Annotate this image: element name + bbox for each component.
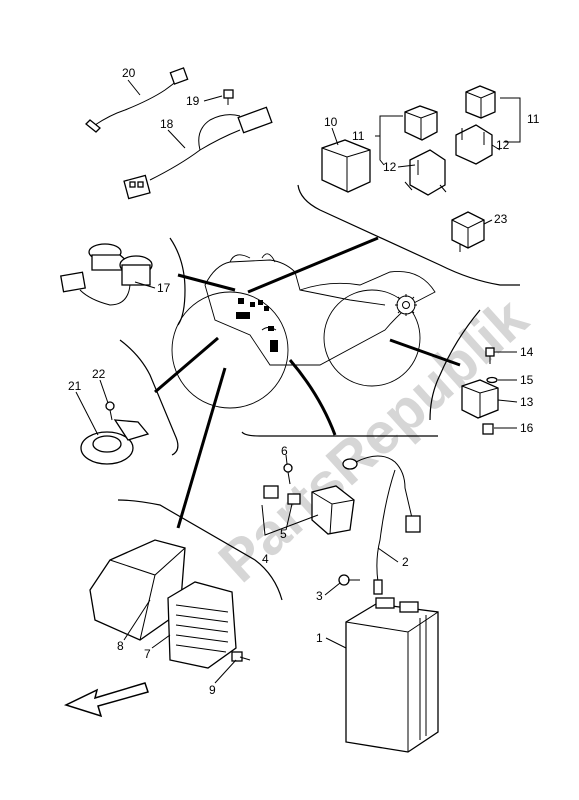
callout-numbers: 20 19 18 10 11 12 11 12 23 17 22 21 14 1…: [68, 66, 540, 697]
frame-rectifier: [117, 499, 283, 601]
callout-11-right: 11: [527, 112, 540, 126]
callout-1: 1: [316, 631, 323, 645]
callout-16: 16: [520, 421, 534, 435]
part-12-holder-a: [404, 149, 447, 196]
callout-9: 9: [209, 683, 216, 697]
callout-14: 14: [520, 345, 534, 359]
callout-21: 21: [68, 379, 82, 393]
pointer-horn: [154, 336, 219, 394]
part-17-main-switch: [60, 243, 153, 306]
callout-22: 22: [92, 367, 106, 381]
callout-3: 3: [316, 589, 323, 603]
part-8-cover: [89, 539, 186, 641]
part-12-holder-b: [455, 124, 501, 165]
bike-components: [236, 298, 278, 352]
part-18-harness: [123, 106, 273, 200]
frame-battery: [241, 431, 438, 437]
part-15-washer: [486, 376, 498, 384]
part-16-nut: [482, 423, 494, 435]
callout-12-right: 12: [496, 138, 510, 152]
part-9-bolt: [231, 651, 251, 662]
pointer-switch: [177, 273, 236, 292]
callout-8: 8: [117, 639, 124, 653]
part-4-leader: [261, 504, 319, 536]
part-11-relay-a: [404, 105, 438, 141]
callout-23: 23: [494, 212, 508, 226]
part-11-relay-b: [465, 85, 496, 119]
part-3-bolt: [338, 574, 360, 586]
leader-lines: [75, 79, 521, 684]
watermark: PartsRepublik: [207, 285, 541, 595]
pointer-battery: [288, 359, 337, 436]
callout-17: 17: [157, 281, 171, 295]
gear-icon: [395, 294, 417, 316]
callout-10: 10: [324, 115, 338, 129]
callout-4: 4: [262, 552, 269, 566]
callout-20: 20: [122, 66, 136, 80]
part-1-battery: [345, 597, 439, 753]
part-23-relay: [451, 211, 485, 252]
part-13-bracket: [461, 379, 499, 419]
pointer-fuse: [389, 338, 461, 367]
callout-7: 7: [144, 647, 151, 661]
callout-19: 19: [186, 94, 200, 108]
part-6-bolt: [283, 463, 293, 485]
callout-6: 6: [281, 444, 288, 458]
frame-horn: [119, 339, 179, 456]
part-19-screw: [223, 89, 234, 105]
front-arrow-icon: [63, 682, 149, 718]
frame-switch: [169, 237, 186, 326]
callout-13: 13: [520, 395, 534, 409]
part-2-lead: [342, 455, 421, 595]
callout-11-left: 11: [352, 129, 365, 143]
callout-18: 18: [160, 117, 174, 131]
frame-fuse: [429, 309, 481, 421]
part-22-bolt: [105, 401, 115, 421]
callout-5: 5: [280, 527, 287, 541]
part-7-rectifier: [167, 581, 237, 669]
callout-15: 15: [520, 373, 534, 387]
frame-relays: [297, 184, 520, 286]
part-10-relay: [321, 139, 371, 193]
pointer-rectifier: [176, 367, 227, 529]
callout-12-left: 12: [383, 160, 397, 174]
part-20-wire: [85, 67, 189, 133]
motorcycle-outline: [171, 253, 436, 409]
pointer-relays: [247, 236, 379, 294]
part-21-horn: [80, 419, 150, 465]
callout-2: 2: [402, 555, 409, 569]
part-4-starter-relay: [311, 485, 355, 535]
part-5-cover: [263, 485, 301, 505]
